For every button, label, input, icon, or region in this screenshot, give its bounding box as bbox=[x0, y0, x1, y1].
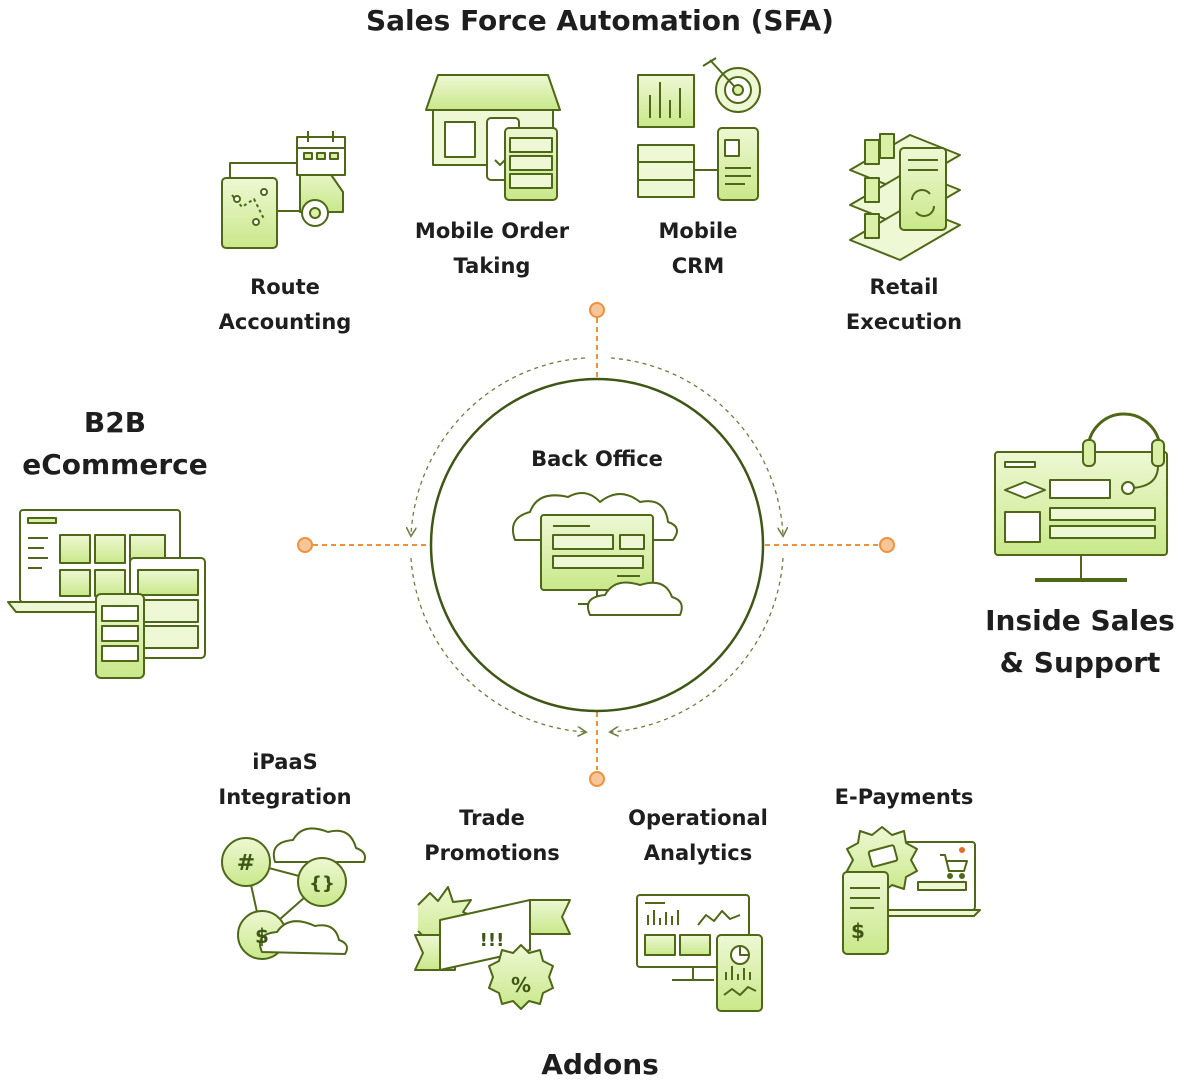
b2b-ecommerce-icon bbox=[7, 509, 206, 679]
connector-bottom bbox=[589, 712, 605, 787]
percent-symbol: % bbox=[511, 973, 531, 997]
connector-top bbox=[589, 302, 605, 378]
operational-analytics-icon bbox=[636, 894, 763, 1012]
back-office-icon bbox=[511, 492, 683, 616]
connector-left bbox=[297, 537, 430, 553]
braces-symbol: {} bbox=[309, 873, 335, 894]
e-payments-icon: $ bbox=[842, 826, 981, 955]
addons-title: Addons bbox=[541, 1048, 659, 1081]
retail-execution-label: Retail Execution bbox=[845, 275, 963, 334]
ipaas-integration-icon: # {} $ bbox=[221, 827, 366, 960]
connector-right bbox=[765, 537, 895, 553]
trade-promotions-label: Trade Promotions bbox=[424, 806, 560, 865]
sfa-title: Sales Force Automation (SFA) bbox=[366, 4, 834, 37]
e-payments-label: E-Payments bbox=[834, 785, 974, 809]
dollar-symbol: $ bbox=[255, 924, 269, 948]
mobile-crm-label: Mobile CRM bbox=[658, 219, 738, 278]
retail-execution-icon bbox=[849, 133, 961, 261]
back-office-label: Back Office bbox=[531, 447, 663, 471]
operational-analytics-label: Operational Analytics bbox=[628, 806, 768, 865]
cycle-arrows bbox=[411, 357, 783, 732]
exclaim-symbol: !!! bbox=[480, 930, 505, 951]
route-accounting-label: Route Accounting bbox=[218, 275, 352, 334]
route-accounting-icon bbox=[221, 131, 346, 249]
ipaas-integration-label: iPaaS Integration bbox=[218, 750, 352, 809]
mobile-order-taking-label: Mobile Order Taking bbox=[414, 219, 570, 278]
mobile-order-icon bbox=[425, 74, 561, 201]
trade-promotions-icon: !!! % bbox=[414, 886, 571, 1010]
inside-sales-title: Inside Sales & Support bbox=[985, 604, 1175, 679]
hash-symbol: # bbox=[237, 851, 255, 876]
dollar-symbol: $ bbox=[851, 919, 865, 943]
b2b-ecommerce-title: B2B eCommerce bbox=[22, 406, 208, 481]
inside-sales-support-icon bbox=[994, 412, 1168, 582]
mobile-crm-icon bbox=[637, 57, 761, 201]
